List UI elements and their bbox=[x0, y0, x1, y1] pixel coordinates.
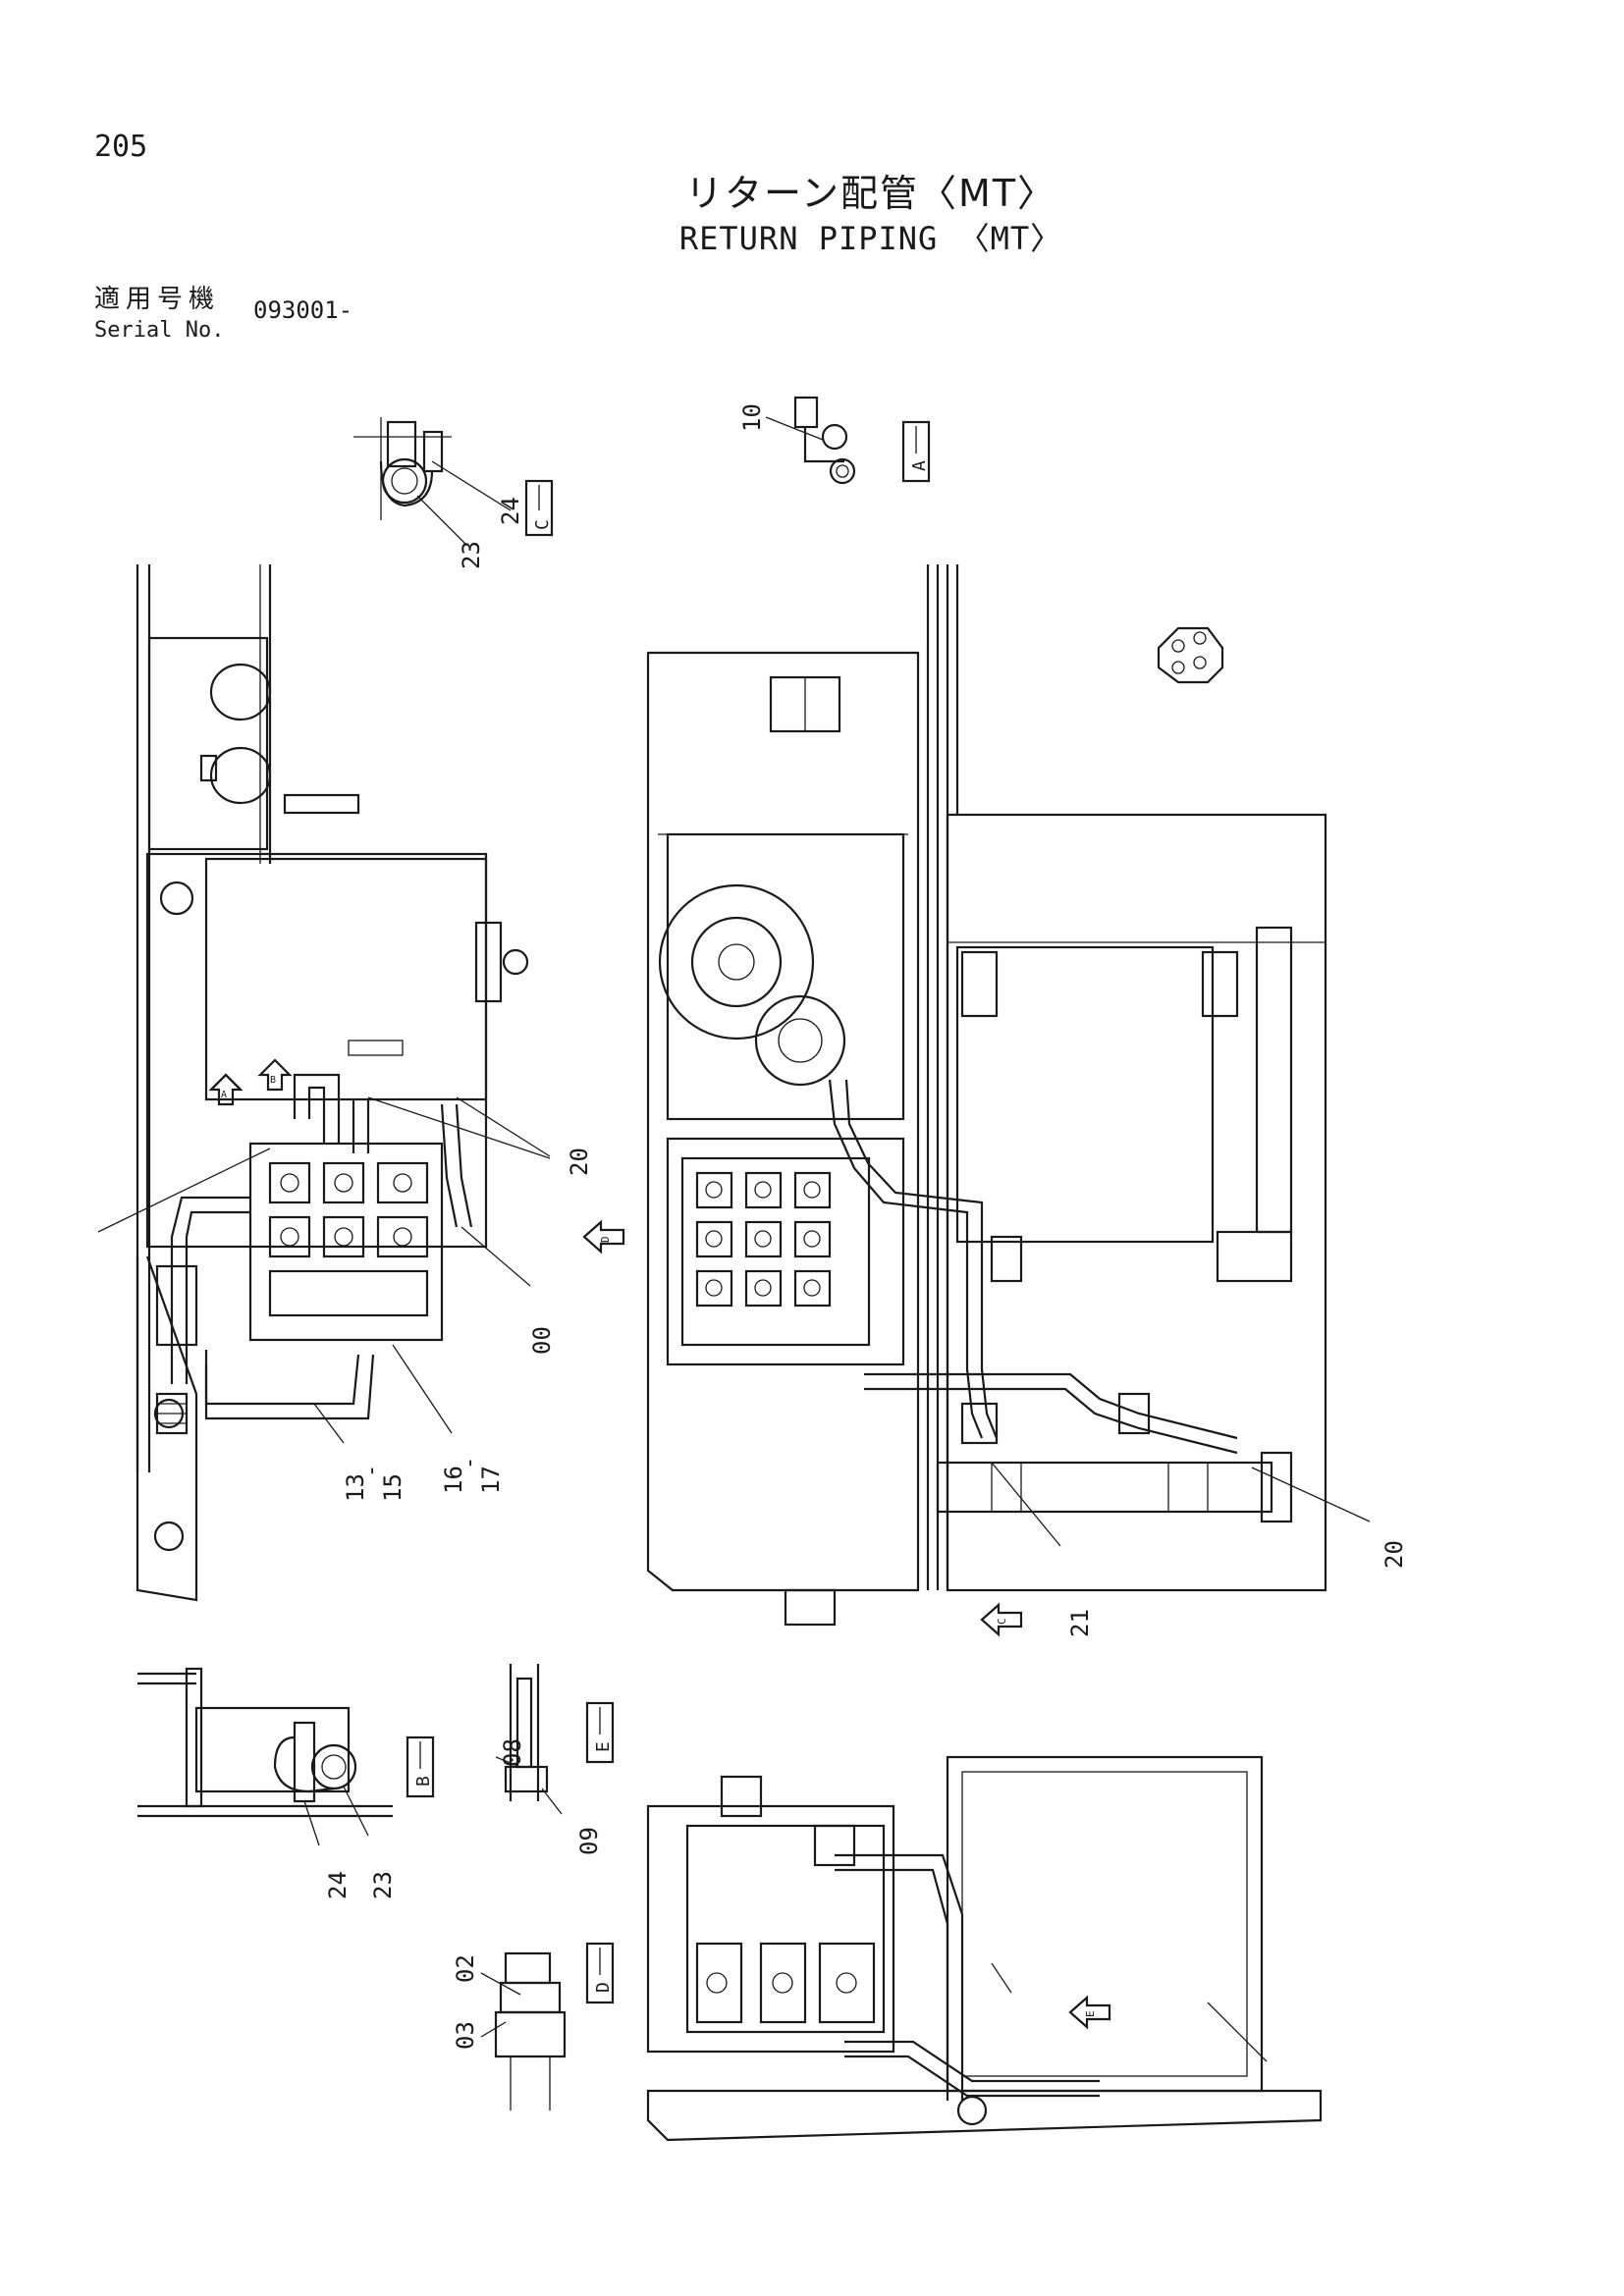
view-arrow-b: B bbox=[270, 1075, 276, 1086]
section-d-letter: D bbox=[593, 1982, 614, 1993]
section-e-letter: E bbox=[593, 1741, 614, 1752]
view-arrow-d: D bbox=[582, 1219, 625, 1255]
center-plan-view bbox=[646, 564, 1371, 1627]
left-side-elevation bbox=[97, 564, 551, 1602]
view-arrow-d-letter: D bbox=[599, 1236, 612, 1243]
callout-20-left: 20 bbox=[566, 1148, 593, 1176]
section-c-tag: C bbox=[524, 479, 554, 537]
section-b-tag: B bbox=[406, 1735, 435, 1798]
detail-e-view bbox=[495, 1664, 563, 1815]
section-c-letter: C bbox=[532, 519, 553, 530]
callout-10: 10 bbox=[738, 403, 766, 432]
detail-c-view bbox=[353, 417, 512, 546]
callout-20-right: 20 bbox=[1380, 1540, 1408, 1569]
callout-13-separator: - bbox=[359, 1465, 384, 1477]
page-number: 205 bbox=[94, 130, 148, 164]
section-d-tag: D bbox=[585, 1942, 615, 2004]
view-arrow-e-letter: E bbox=[1084, 2010, 1097, 2017]
section-a-tag: A bbox=[901, 420, 931, 483]
view-arrow-c: C bbox=[980, 1602, 1023, 1637]
view-arrow-a-letter: A bbox=[221, 1090, 227, 1100]
serial-label-english: Serial No. bbox=[94, 318, 225, 343]
section-a-letter: A bbox=[909, 460, 930, 471]
callout-24-top: 24 bbox=[497, 497, 524, 525]
callout-16: 16 bbox=[440, 1466, 467, 1494]
serial-label-japanese: 適用号機 bbox=[94, 285, 221, 314]
callout-00: 00 bbox=[528, 1326, 556, 1355]
callout-16-separator: - bbox=[458, 1457, 482, 1469]
serial-number-value: 093001- bbox=[253, 296, 353, 324]
view-arrow-c-letter: C bbox=[996, 1618, 1008, 1625]
detail-b-view bbox=[137, 1667, 393, 1846]
detail-d-view bbox=[480, 1951, 567, 2110]
title-english: RETURN PIPING 〈MT〉 bbox=[678, 220, 1063, 257]
callout-02: 02 bbox=[452, 1954, 479, 1983]
bottom-front-view bbox=[646, 1755, 1323, 2142]
view-arrow-b-letter: B bbox=[270, 1075, 276, 1086]
detail-a-view bbox=[765, 396, 856, 485]
callout-03: 03 bbox=[452, 2021, 479, 2050]
callout-09: 09 bbox=[575, 1827, 603, 1855]
callout-15: 15 bbox=[379, 1473, 406, 1502]
callout-23-top: 23 bbox=[458, 541, 485, 569]
section-e-tag: E bbox=[585, 1701, 615, 1764]
view-arrow-e: E bbox=[1068, 1995, 1111, 2030]
callout-13: 13 bbox=[342, 1473, 369, 1502]
callout-17: 17 bbox=[477, 1466, 505, 1494]
callout-21: 21 bbox=[1066, 1609, 1094, 1637]
connector-detail-icon bbox=[1157, 626, 1224, 684]
callout-08: 08 bbox=[499, 1738, 526, 1767]
title-japanese: リターン配管〈MT〉 bbox=[684, 172, 1057, 215]
view-arrow-a: A bbox=[210, 1073, 242, 1100]
callout-24-bottom: 24 bbox=[324, 1871, 352, 1899]
callout-23-bottom: 23 bbox=[369, 1871, 397, 1899]
section-b-letter: B bbox=[413, 1776, 434, 1787]
